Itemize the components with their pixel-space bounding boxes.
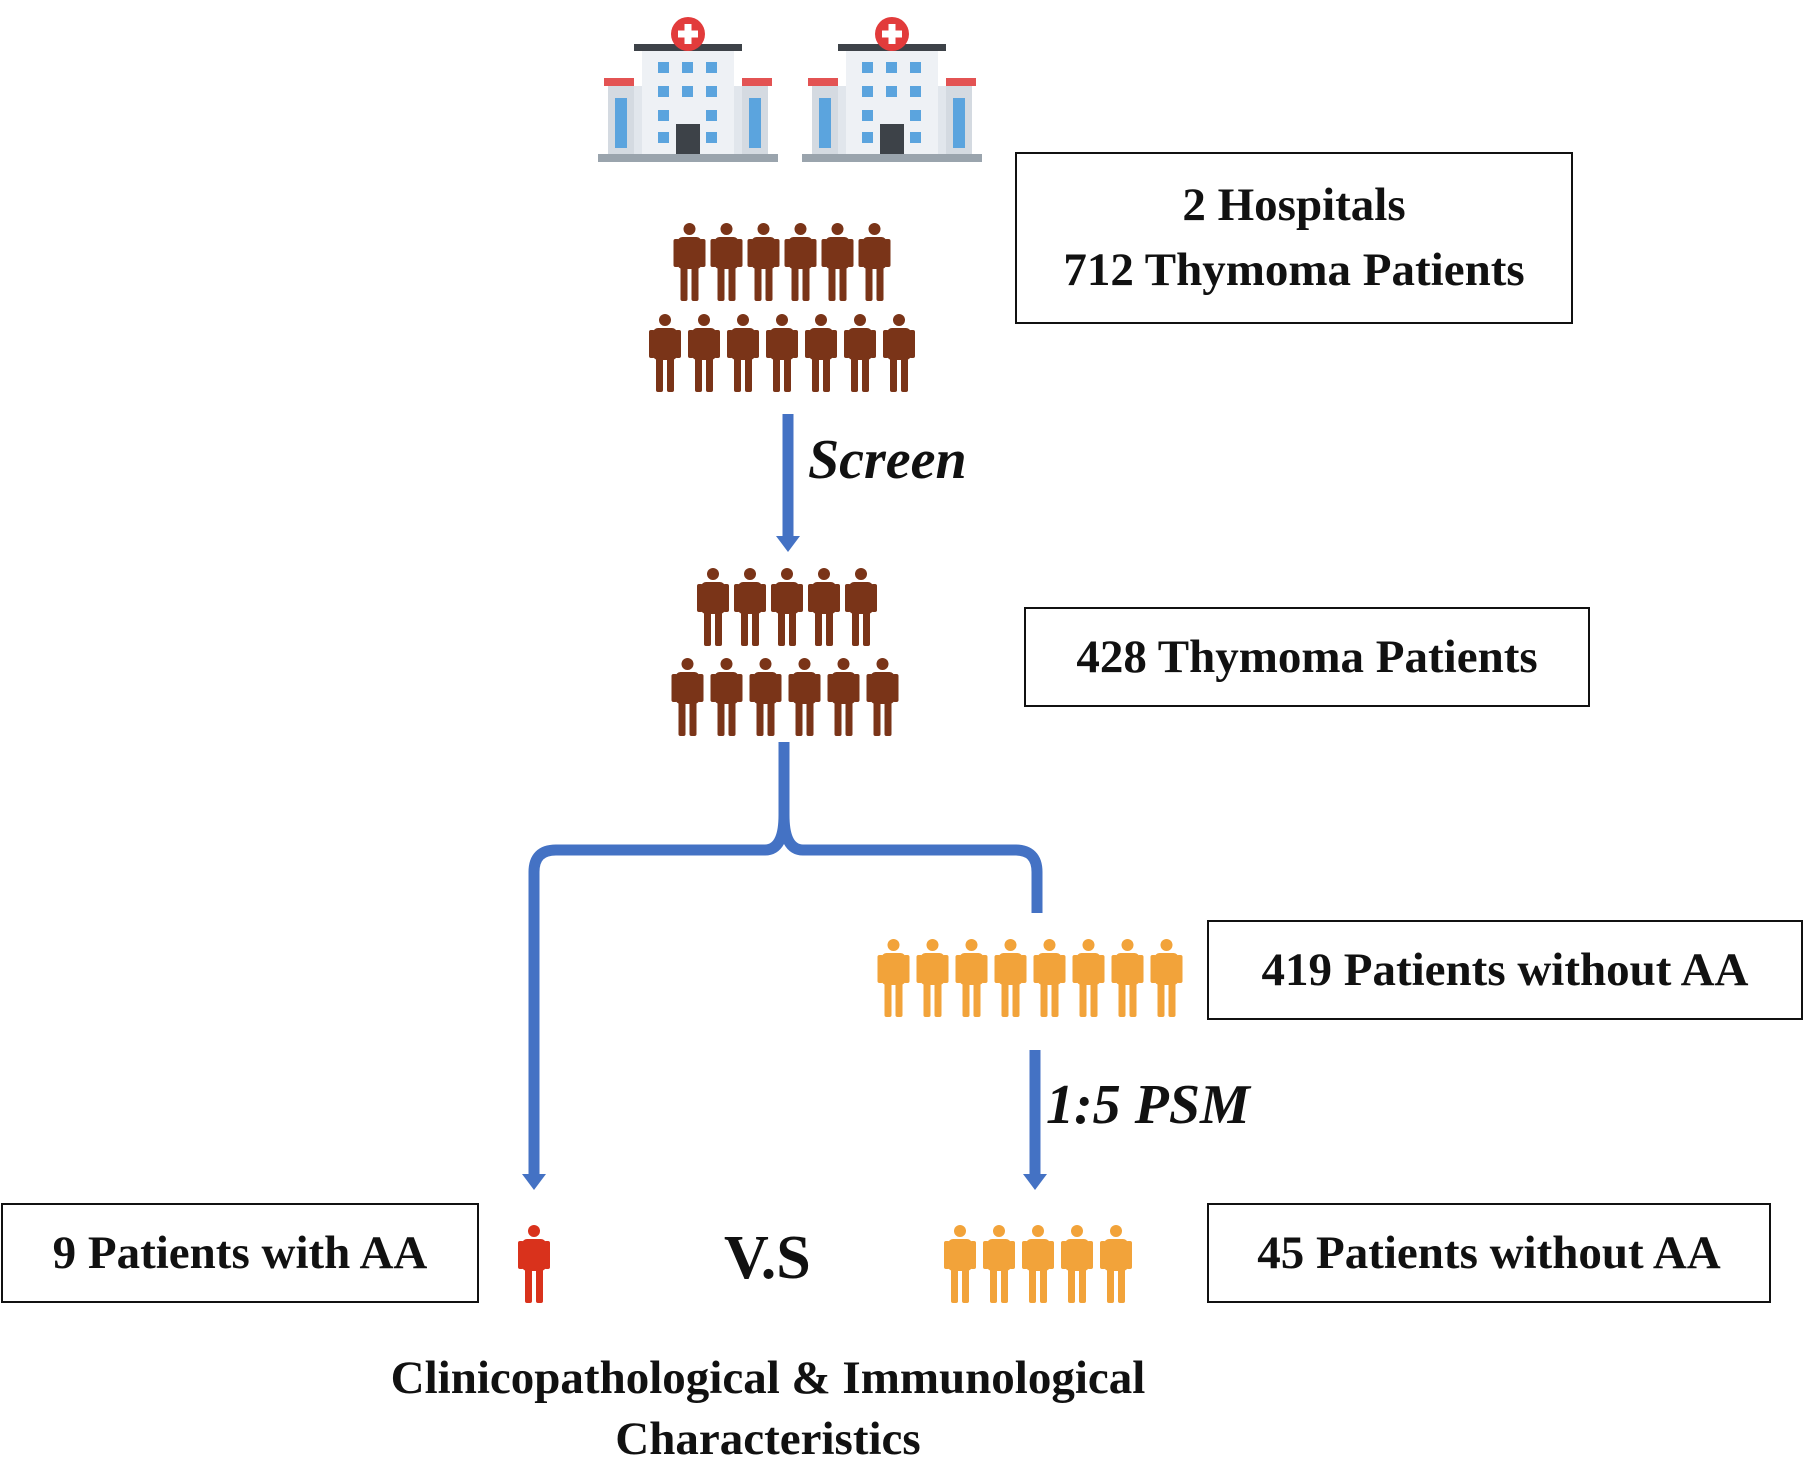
person-icon (688, 314, 720, 392)
person-icon (808, 568, 840, 646)
person-group-screened-row2 (671, 658, 899, 736)
person-group-matched (944, 1225, 1132, 1303)
person-icon (771, 568, 803, 646)
screened-box: 428 Thymoma Patients (1024, 607, 1590, 707)
person-icon (1061, 1225, 1093, 1303)
initial-patients-group (649, 223, 915, 392)
person-group-without-aa (877, 939, 1183, 1017)
person-icon (518, 1225, 550, 1303)
person-icon (1150, 939, 1183, 1017)
without-aa-box: 419 Patients without AA (1207, 920, 1803, 1020)
psm-arrowhead (1023, 1174, 1047, 1190)
person-icon (1072, 939, 1105, 1017)
person-icon (710, 223, 743, 301)
person-icon (1033, 939, 1066, 1017)
hospital-icon (802, 17, 982, 162)
hospital-icon (598, 17, 778, 162)
person-icon (727, 314, 759, 392)
person-icon (673, 223, 706, 301)
person-icon (788, 658, 821, 736)
person-icon (994, 939, 1027, 1017)
person-icon (766, 314, 798, 392)
split-connector (528, 742, 790, 910)
person-icon (844, 314, 876, 392)
person-icon (1111, 939, 1144, 1017)
hospitals-box: 2 Hospitals 712 Thymoma Patients (1015, 152, 1573, 324)
person-icon (827, 658, 860, 736)
person-icon (858, 223, 891, 301)
person-icon (944, 1225, 976, 1303)
person-icon (1100, 1225, 1132, 1303)
outcome-caption-line1: Clinicopathological & Immunological (390, 1352, 1146, 1404)
aa-arrowhead (522, 1174, 546, 1190)
screened-patients-group (671, 568, 899, 736)
initial-patient-count: 712 Thymoma Patients (1063, 244, 1525, 296)
person-group-screened-row1 (697, 568, 877, 646)
person-icon (821, 223, 854, 301)
screen-label: Screen (808, 429, 967, 491)
with-aa-final-count: 9 Patients with AA (52, 1226, 428, 1279)
person-icon (710, 658, 743, 736)
person-icon (671, 658, 704, 736)
without-aa-count: 419 Patients without AA (1261, 943, 1749, 996)
person-icon (983, 1225, 1015, 1303)
person-icon (649, 314, 681, 392)
screen-arrowhead (776, 536, 800, 552)
person-group-with-aa (518, 1225, 550, 1303)
person-icon (916, 939, 949, 1017)
split-connector-right (778, 814, 1043, 913)
person-group-initial-row1 (673, 223, 891, 301)
person-icon (883, 314, 915, 392)
without-aa-final-count: 45 Patients without AA (1257, 1226, 1721, 1279)
person-icon (1022, 1225, 1054, 1303)
person-icon (845, 568, 877, 646)
person-icon (749, 658, 782, 736)
person-icon (697, 568, 729, 646)
person-icon (784, 223, 817, 301)
person-icon (955, 939, 988, 1017)
person-group-initial-row2 (649, 314, 915, 392)
psm-label: 1:5 PSM (1046, 1074, 1250, 1136)
with-aa-final-box: 9 Patients with AA (1, 1203, 479, 1303)
hospitals-count: 2 Hospitals (1182, 179, 1406, 232)
vs-label: V.S (724, 1224, 811, 1292)
person-icon (866, 658, 899, 736)
person-icon (877, 939, 910, 1017)
person-icon (805, 314, 837, 392)
without-aa-final-box: 45 Patients without AA (1207, 1203, 1771, 1303)
outcome-caption-line2: Characteristics (615, 1413, 921, 1466)
screened-patient-count: 428 Thymoma Patients (1076, 630, 1538, 683)
outcome-caption: Clinicopathological & Immunological Char… (368, 1348, 1168, 1470)
person-icon (734, 568, 766, 646)
person-icon (747, 223, 780, 301)
